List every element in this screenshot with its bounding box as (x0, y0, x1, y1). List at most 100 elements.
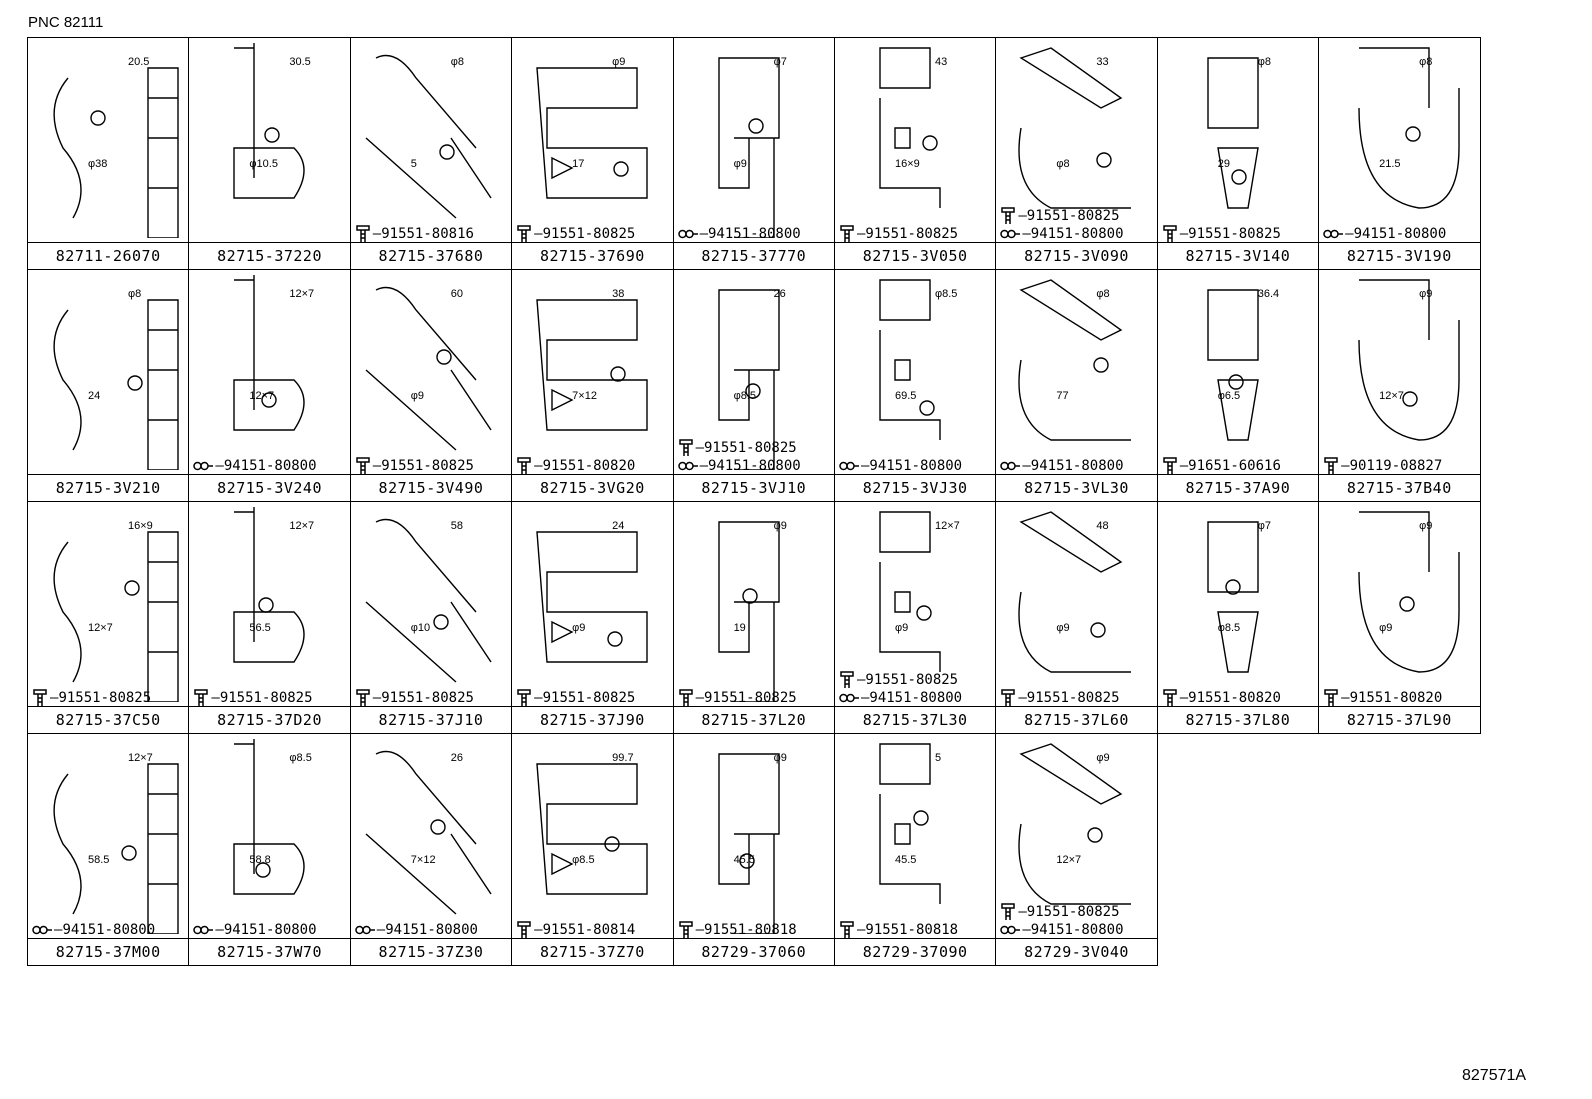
fastener-part-number: 94151-80800 (708, 458, 801, 474)
mounting-hole (90, 110, 106, 126)
leader-dash: — (1179, 458, 1189, 474)
clip-nut-icon (839, 693, 859, 703)
mounting-hole (1228, 374, 1244, 390)
bracket-outline (53, 531, 179, 702)
bolt-icon (1324, 689, 1338, 706)
fastener-line: —91551-80825 (678, 689, 834, 707)
bolt-icon (1001, 903, 1016, 920)
dimension-label: 12×7 (249, 390, 275, 402)
clip-nut-icon (677, 461, 698, 471)
fastener-line: —91551-80825 (839, 225, 995, 243)
bracket-outline (1018, 511, 1132, 673)
fastener-line: —94151-80800 (1000, 457, 1156, 475)
mounting-hole (1399, 596, 1415, 612)
bolt-icon (1324, 457, 1338, 474)
dimension-label: 77 (1056, 390, 1069, 402)
mounting-hole (255, 862, 272, 878)
leader-dash: — (1022, 226, 1031, 242)
dimension-label: 20.5 (128, 56, 150, 68)
bracket-outline (233, 275, 306, 431)
bolt-icon (517, 921, 531, 938)
mounting-hole (1093, 357, 1110, 373)
fastener-part-number: 94151-80800 (869, 458, 963, 474)
bracket-outline (365, 286, 492, 451)
leader-dash: — (534, 690, 543, 706)
bolt-icon (1162, 225, 1177, 242)
fastener-part-number: 91551-80816 (381, 226, 474, 242)
dimension-label: 7×12 (410, 854, 436, 866)
bracket-drawing (365, 750, 492, 915)
part-number: 82715-3V240 (189, 474, 350, 501)
dimension-label: φ8.5 (733, 390, 756, 402)
bracket-drawing (1358, 279, 1460, 441)
mounting-hole (433, 614, 449, 630)
bracket-drawing (879, 279, 941, 440)
fastener-part-number: 91551-80825 (704, 440, 797, 456)
part-number: 82729-37090 (834, 938, 996, 965)
bracket-outline (879, 743, 941, 904)
fastener-part-number: 94151-80800 (1353, 226, 1447, 242)
clip-nut-icon (193, 461, 214, 471)
clip-nut-icon (1000, 229, 1021, 239)
fastener-line: —91551-80825 (193, 689, 349, 707)
leader-dash: — (1018, 904, 1027, 920)
fastener-part-number: 91551-80825 (865, 672, 959, 688)
leader-dash: — (856, 226, 866, 242)
dimension-label: 12×7 (289, 520, 315, 532)
fastener-part-number: 91551-80818 (865, 922, 959, 938)
bracket-outline (536, 67, 648, 199)
mounting-hole (1231, 169, 1247, 185)
bolt-icon (1001, 689, 1016, 706)
dimension-label: 5 (410, 158, 417, 170)
dimension-label: φ8 (450, 56, 465, 68)
clip-nut-icon (1000, 925, 1021, 935)
leader-dash: — (215, 458, 224, 474)
bracket-outline (1207, 521, 1259, 673)
clip-nut-icon (839, 461, 859, 471)
part-number: 82715-3V140 (1157, 242, 1319, 269)
fastener-line: —91551-80825 (355, 457, 511, 475)
bracket-drawing (1018, 743, 1132, 905)
part-number: 82715-37L20 (673, 706, 834, 733)
part-number: 82711-26070 (28, 242, 189, 269)
mounting-hole (439, 144, 455, 160)
part-number: 82715-37W70 (189, 938, 350, 965)
fastener-part-number: 91551-80825 (58, 690, 152, 706)
leader-dash: — (1022, 922, 1031, 938)
fastener-part-number: 91551-80825 (219, 690, 313, 706)
bracket-drawing (233, 43, 306, 199)
bracket-outline (365, 750, 492, 915)
part-number: 82715-37Z30 (350, 938, 512, 965)
dimension-label: 33 (1096, 56, 1109, 68)
bracket-outline (1018, 743, 1132, 905)
dimension-label: 58 (450, 520, 464, 532)
dimension-label: φ9 (1379, 622, 1393, 634)
mounting-hole (916, 605, 932, 621)
bracket-drawing (1018, 279, 1132, 441)
mounting-hole (127, 375, 143, 391)
dimension-label: φ8.5 (934, 288, 958, 300)
fastener-line: —91551-80825 (1000, 689, 1156, 707)
bracket-drawing (233, 275, 306, 431)
dimension-label: 48 (1096, 520, 1109, 532)
bracket-drawing (717, 753, 780, 934)
leader-dash: — (695, 922, 704, 938)
dimension-label: 29 (1217, 158, 1230, 170)
part-number: 82715-3VL30 (996, 474, 1157, 501)
bracket-outline (1018, 47, 1132, 209)
dimension-label: 45.5 (733, 854, 755, 866)
